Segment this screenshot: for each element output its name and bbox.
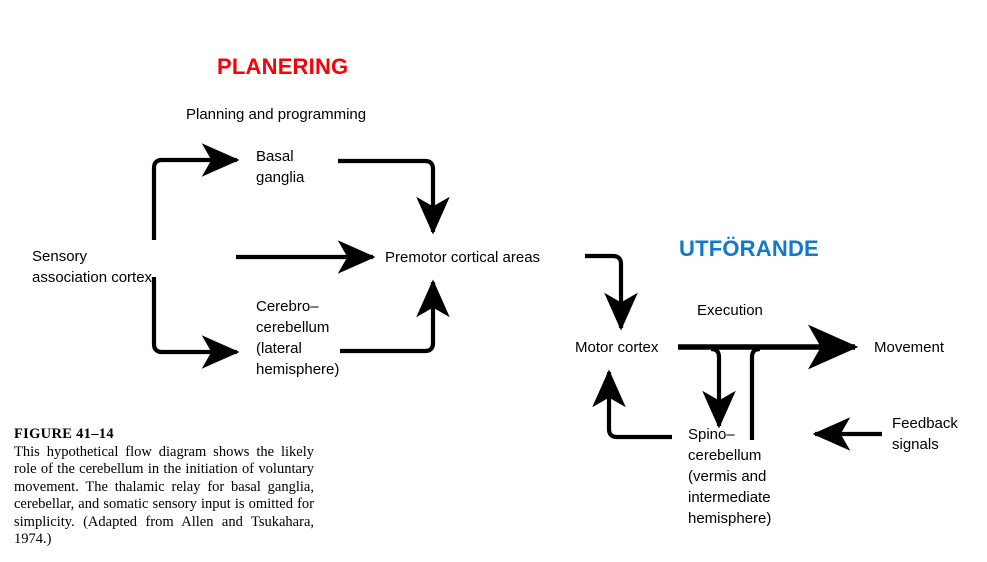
- node-sensory-association-cortex: Sensory association cortex: [32, 248, 153, 286]
- node-cerebro-cerebellum: Cerebro– cerebellum (lateral hemisphere): [256, 298, 340, 378]
- arrow-motor-to-spino: [702, 346, 736, 429]
- heading-utforande: UTFÖRANDE: [679, 236, 819, 261]
- arrow-premotor-to-motor: [585, 253, 638, 331]
- figure-caption: FIGURE 41–14 This hypothetical flow diag…: [14, 426, 314, 548]
- figure-caption-body: This hypothetical flow diagram shows the…: [14, 444, 314, 548]
- node-motor-cortex: Motor cortex: [575, 339, 659, 356]
- stage-label-execution: Execution: [697, 302, 763, 319]
- node-basal-ganglia: Basal ganglia: [256, 148, 305, 186]
- node-movement: Movement: [874, 339, 945, 356]
- arrow-sensory-to-cerebro: [151, 277, 240, 369]
- figure-caption-title: FIGURE 41–14: [14, 426, 114, 442]
- heading-planering: PLANERING: [217, 54, 349, 79]
- node-feedback-signals: Feedback signals: [892, 415, 958, 453]
- node-premotor-cortical-areas: Premotor cortical areas: [385, 249, 541, 266]
- arrow-sensory-to-basal: [151, 143, 240, 240]
- arrow-basal-to-premotor: [338, 158, 450, 235]
- stage-label-planning: Planning and programming: [186, 106, 367, 123]
- arrow-spino-to-motor: [592, 369, 672, 440]
- arrow-cerebro-to-premotor: [340, 279, 450, 354]
- node-spino-cerebellum: Spino– cerebellum (vermis and intermedia…: [688, 426, 772, 527]
